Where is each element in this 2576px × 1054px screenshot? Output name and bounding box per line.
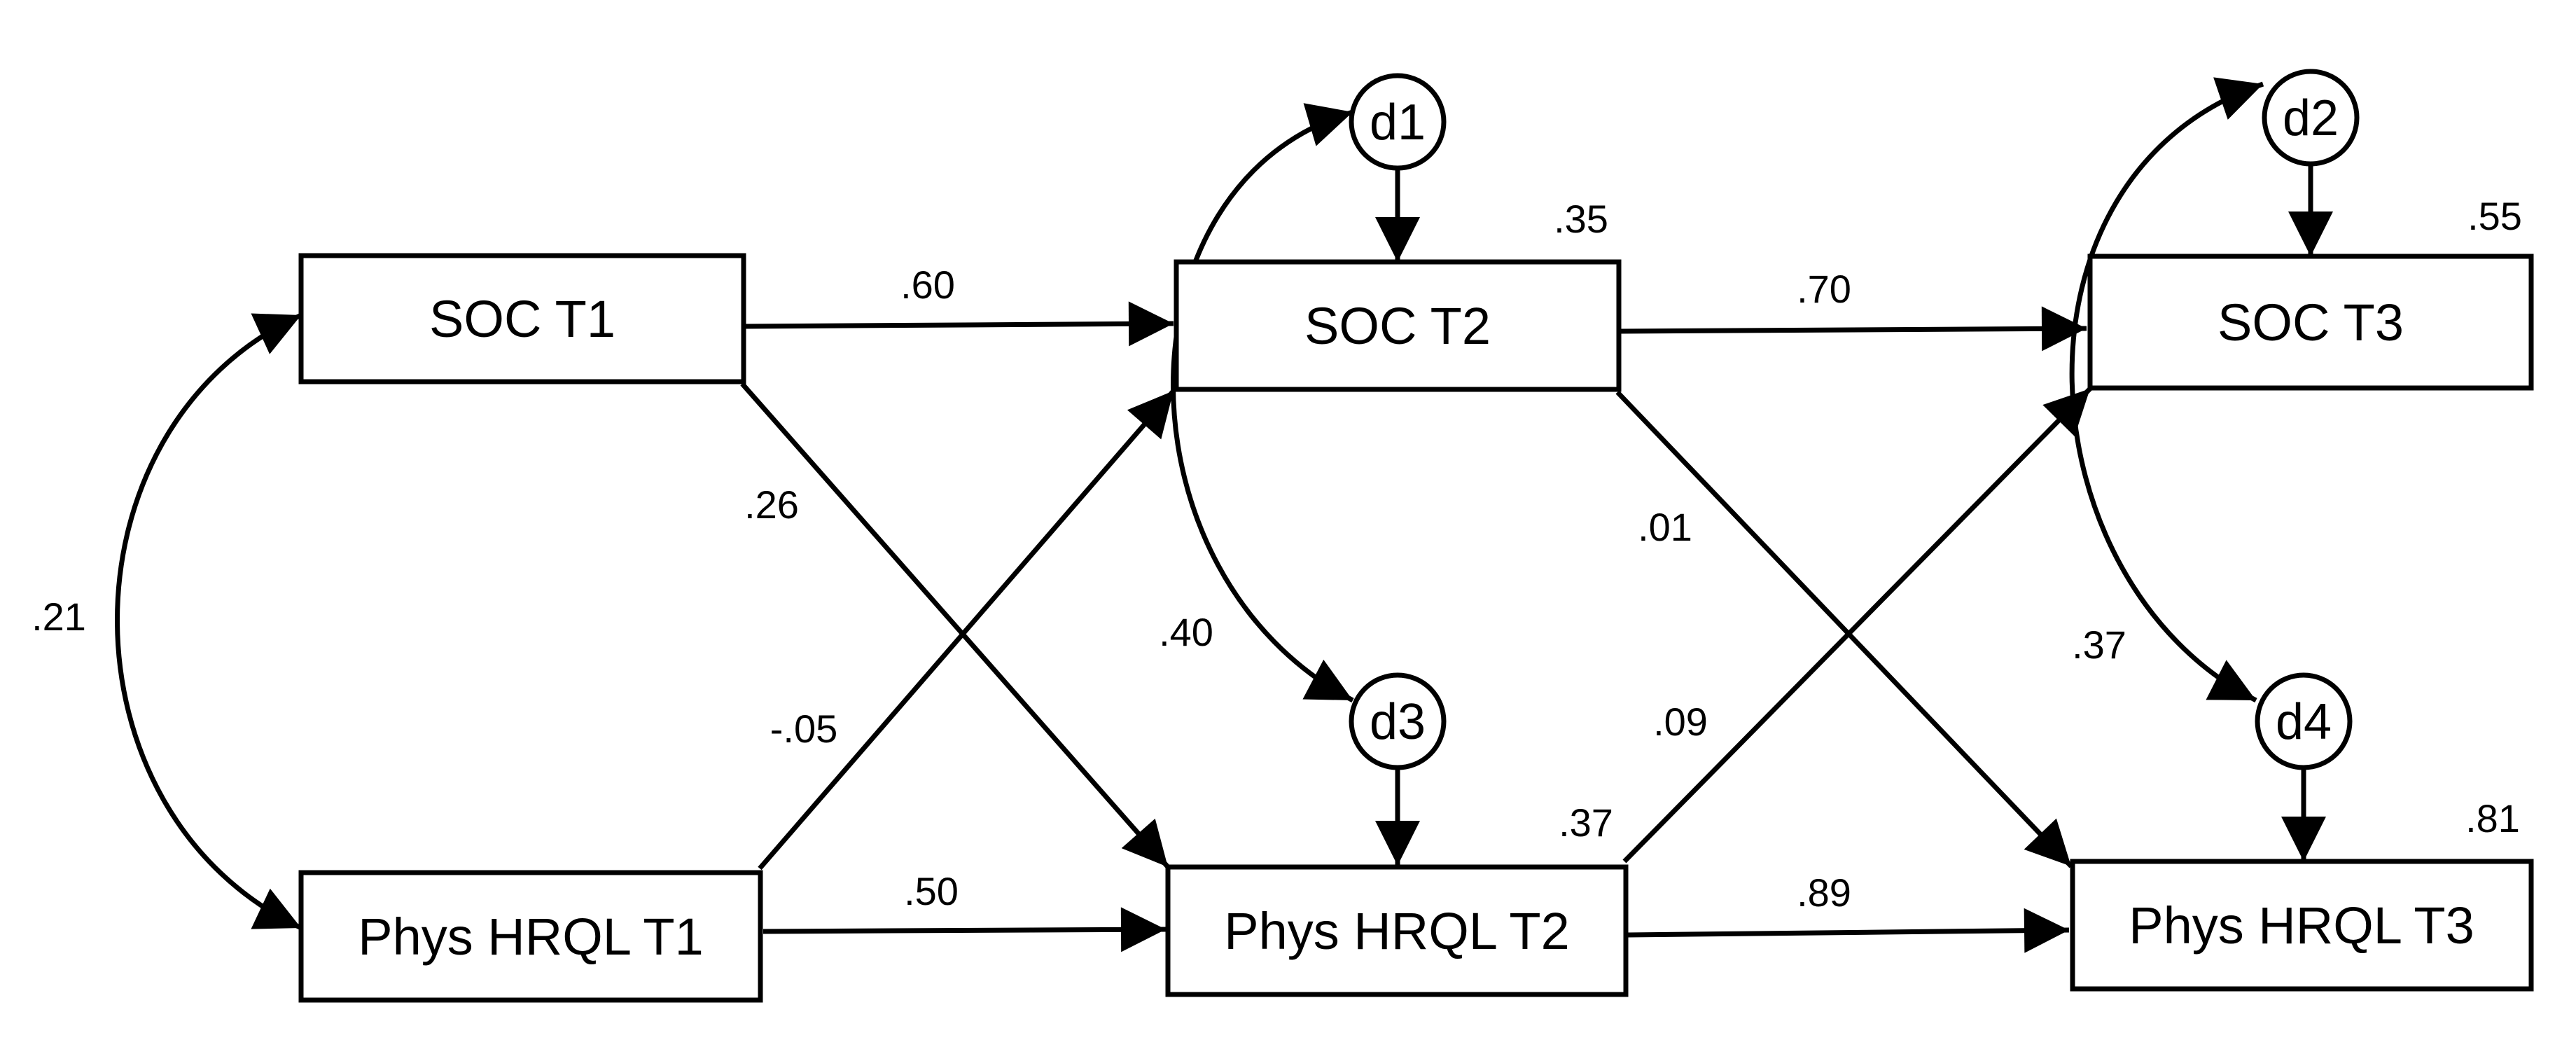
path-phys-t1-to-phys-t2: [763, 907, 1167, 952]
node-soc-t2-label: SOC T2: [1304, 297, 1491, 355]
path-soc-t1-to-phys-t2: [740, 382, 1170, 869]
path-soc-t2-to-soc-t3: [1620, 306, 2087, 352]
path-soc-t1-to-soc-t2: [745, 301, 1174, 347]
path-phys-t2-to-phys-t3: [1627, 908, 2070, 953]
disturbance-d3: d3: [1349, 672, 1447, 770]
node-soc-t3: SOC T3: [2087, 254, 2534, 391]
disturbance-d1: d1: [1349, 73, 1447, 171]
r-squared-soc-t2: .35: [1554, 197, 1608, 241]
coef-soc-t2-to-soc-t3: .70: [1797, 267, 1851, 311]
coef-phys-t1-to-phys-t2: .50: [904, 869, 959, 913]
node-soc-t1-label: SOC T1: [429, 290, 615, 348]
coef-soc-t2-to-phys-t3: .01: [1638, 505, 1692, 549]
disturbance-d1-label: d1: [1370, 95, 1426, 151]
r-squared-soc-t3: .55: [2467, 194, 2522, 238]
disturbance-d3-label: d3: [1370, 694, 1426, 750]
coef-covariance-d2-d4: .37: [2072, 623, 2126, 667]
covariance-soc-t1-phys-t1: [115, 312, 302, 931]
coef-phys-t2-to-soc-t3: .09: [1653, 700, 1708, 744]
covariance-d1-d3: [1171, 103, 1354, 703]
r-squared-phys-t2: .37: [1559, 800, 1613, 845]
node-phys-t2-label: Phys HRQL T2: [1224, 902, 1570, 960]
node-phys-t3-label: Phys HRQL T3: [2129, 896, 2474, 955]
coef-phys-t1-to-soc-t2: -.05: [770, 707, 838, 751]
coef-phys-t2-to-phys-t3: .89: [1797, 871, 1851, 915]
node-soc-t1: SOC T1: [298, 253, 746, 384]
coef-soc-t1-to-phys-t2: .26: [744, 483, 799, 527]
coef-soc-t1-to-soc-t2: .60: [900, 263, 955, 307]
disturbance-d4-label: d4: [2276, 694, 2332, 750]
path-phys-t2-to-soc-t3: [1622, 387, 2092, 864]
coef-covariance-soc-t1-phys-t1: .21: [32, 595, 86, 639]
node-phys-t2: Phys HRQL T2: [1165, 864, 1629, 997]
disturbance-d4: d4: [2255, 672, 2353, 770]
node-phys-t3: Phys HRQL T3: [2070, 859, 2534, 992]
coef-covariance-d1-d3: .40: [1159, 610, 1213, 654]
path-soc-t2-to-phys-t3: [1615, 390, 2073, 868]
node-soc-t3-label: SOC T3: [2218, 293, 2404, 352]
path-phys-t1-to-soc-t2: [758, 389, 1176, 871]
node-soc-t2: SOC T2: [1174, 259, 1622, 392]
r-squared-phys-t3: .81: [2465, 796, 2520, 840]
node-phys-t1: Phys HRQL T1: [298, 870, 763, 1003]
disturbance-d2: d2: [2262, 69, 2360, 167]
covariance-d2-d4: [2069, 77, 2264, 703]
node-phys-t1-label: Phys HRQL T1: [358, 908, 704, 966]
disturbance-d2-label: d2: [2283, 90, 2339, 146]
